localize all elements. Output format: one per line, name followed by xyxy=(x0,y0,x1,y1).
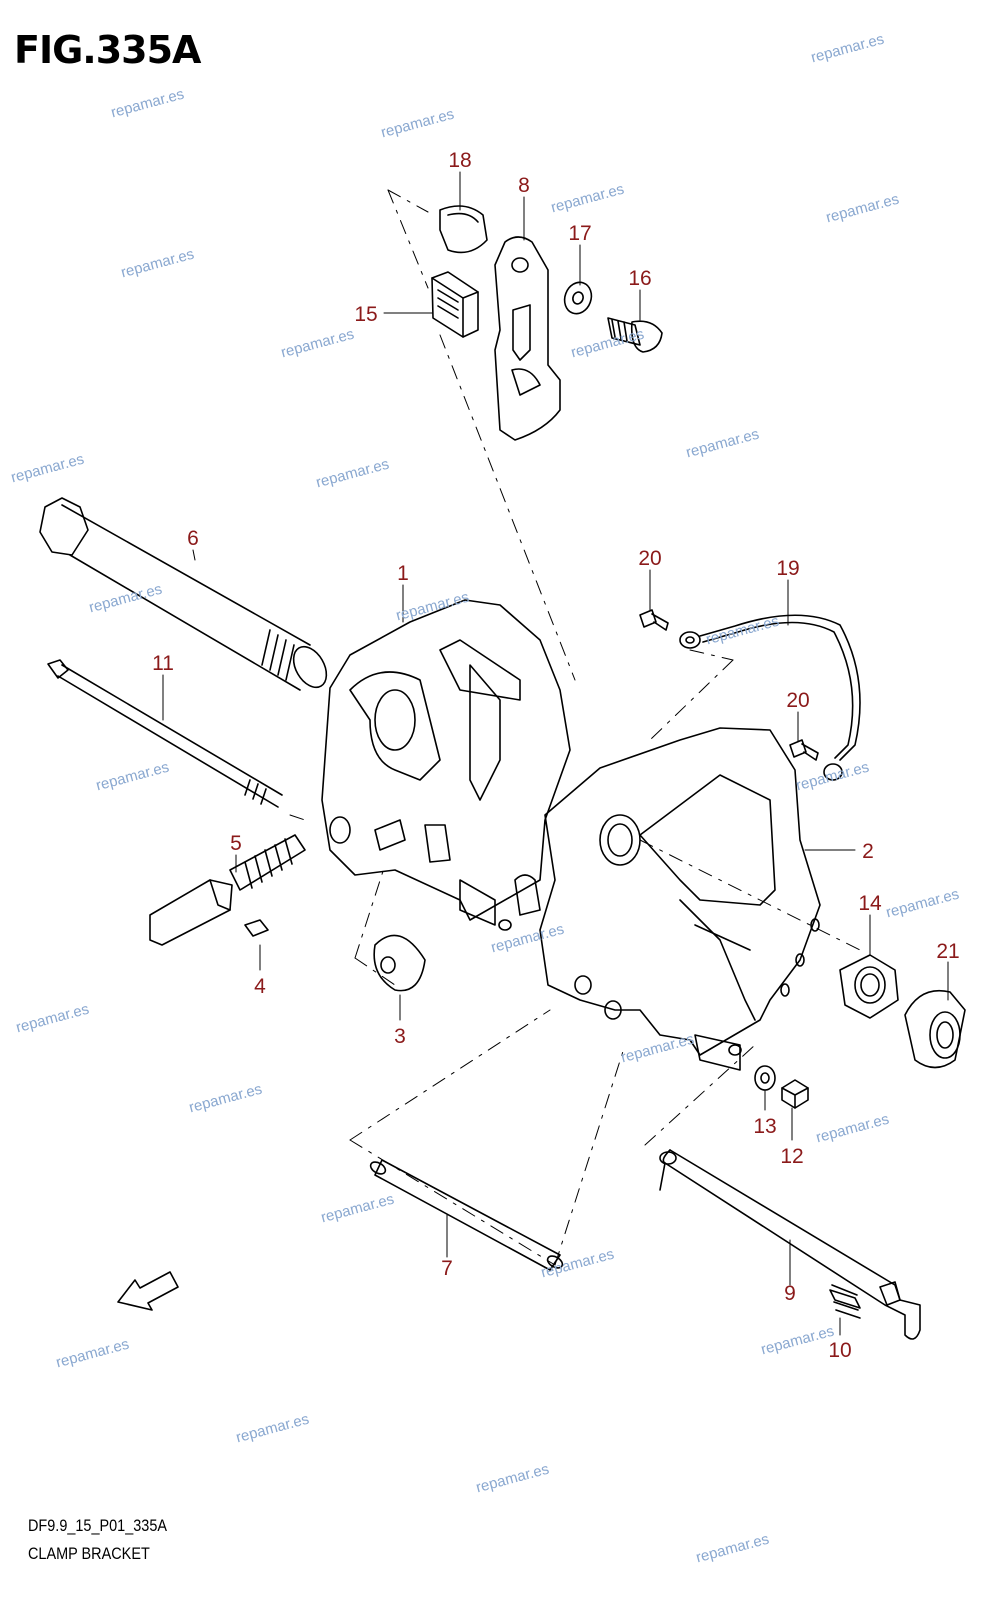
fwd-arrow xyxy=(117,1271,179,1311)
callout-11: 11 xyxy=(152,652,174,675)
callout-20-lower: 20 xyxy=(786,689,809,712)
callout-16: 16 xyxy=(628,267,651,290)
part-10-spring xyxy=(829,1284,861,1319)
callout-19: 19 xyxy=(776,557,799,580)
part-4-pin xyxy=(244,919,269,937)
part-14-nut xyxy=(839,954,899,1019)
footer-code: DF9.9_15_P01_335A xyxy=(28,1516,168,1535)
callout-14: 14 xyxy=(858,892,882,915)
callout-20-upper: 20 xyxy=(638,547,661,570)
figure-title: FIG.335A xyxy=(14,28,201,72)
callout-21: 21 xyxy=(936,940,959,963)
fwd-label: FWD xyxy=(143,1278,168,1298)
part-17-washer xyxy=(563,281,593,315)
callout-2: 2 xyxy=(862,840,874,863)
callout-17: 17 xyxy=(568,222,591,245)
part-20-screw-lower xyxy=(789,739,819,761)
callout-6: 6 xyxy=(187,527,199,550)
footer-name: CLAMP BRACKET xyxy=(28,1544,150,1563)
callout-5: 5 xyxy=(230,832,242,855)
part-19-wire xyxy=(679,614,861,781)
callout-12: 12 xyxy=(780,1145,803,1168)
part-13-washer xyxy=(754,1065,776,1091)
part-12-nut xyxy=(781,1079,809,1109)
callout-3: 3 xyxy=(394,1025,406,1048)
callout-10: 10 xyxy=(828,1339,851,1362)
part-2-bracket xyxy=(539,727,821,1071)
callout-7: 7 xyxy=(441,1257,453,1280)
part-3-plug xyxy=(373,934,426,992)
part-8-plate xyxy=(494,236,561,441)
callout-leaders xyxy=(162,171,949,1336)
part-20-screw-upper xyxy=(639,609,669,631)
part-16-bolt xyxy=(607,317,663,353)
part-7-pin xyxy=(369,1159,564,1271)
callout-13: 13 xyxy=(753,1115,776,1138)
callout-8: 8 xyxy=(518,174,530,197)
callout-18: 18 xyxy=(448,149,471,172)
part-9-rod xyxy=(659,1149,921,1340)
part-1-bracket xyxy=(321,599,571,931)
part-18-clip xyxy=(439,205,488,254)
callout-1: 1 xyxy=(397,562,409,585)
part-5-lever xyxy=(149,834,306,946)
callout-9: 9 xyxy=(784,1282,796,1305)
part-15-block xyxy=(431,271,479,338)
part-6-tube xyxy=(39,497,328,691)
callout-15: 15 xyxy=(354,303,377,326)
part-21-collar xyxy=(904,990,966,1069)
callout-4: 4 xyxy=(254,975,266,998)
part-11-rod xyxy=(47,659,283,808)
